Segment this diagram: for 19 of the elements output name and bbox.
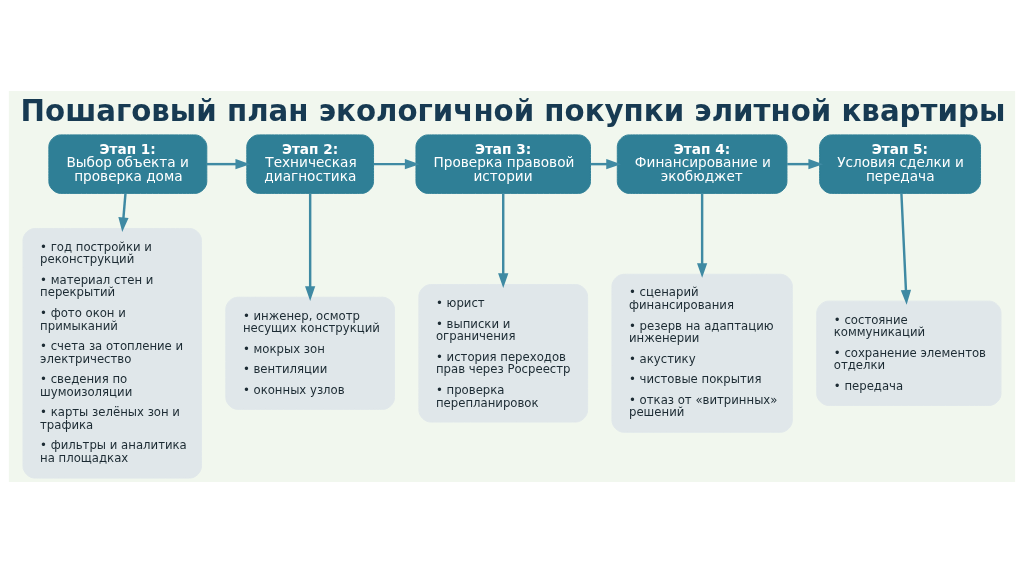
node-box: Этап 4: Финансирование и экобюджет <box>616 133 788 194</box>
arrow <box>697 193 708 278</box>
node-box: Этап 3: Проверка правовой истории <box>415 133 591 194</box>
node-box: • инженер, осмотр несущих конструкций • мокрых зон • вентиляции • оконных узлов <box>225 296 395 410</box>
node-box: Этап 1: Выбор объекта и проверка дома <box>48 133 208 194</box>
diagram-title: Пошаговый план экологичной покупки элитной квартиры <box>20 93 1006 128</box>
arrow <box>900 193 912 305</box>
node-box: • год постройки и реконструкций • материал стен и перекрытий • фото окон и примыканий • счета за отопление и электричество • сведения по шумоизоляции • карты зелёных зон и трафика • фильтры и аналитика на площадках <box>22 227 202 479</box>
arrow <box>118 192 129 232</box>
arrow <box>787 158 824 169</box>
arrow <box>373 158 420 169</box>
arrow <box>206 158 251 169</box>
node-box: • состояние коммуникаций • сохранение элементов отделки • передача <box>816 300 1002 406</box>
node-box: Этап 2: Техническая диагностика <box>246 133 375 194</box>
node-box: • юрист • выписки и ограничения • история переходов прав через Росреестр • проверка перепланировок <box>418 283 589 422</box>
arrow <box>498 193 509 288</box>
node-box: Этап 5: Условия сделки и передача <box>819 133 981 194</box>
node-box: • сценарий финансирования • резерв на адаптацию инженерии • акустику • чистовые покрытия • отказ от «витринных» решений <box>611 273 793 433</box>
arrow <box>305 193 316 301</box>
